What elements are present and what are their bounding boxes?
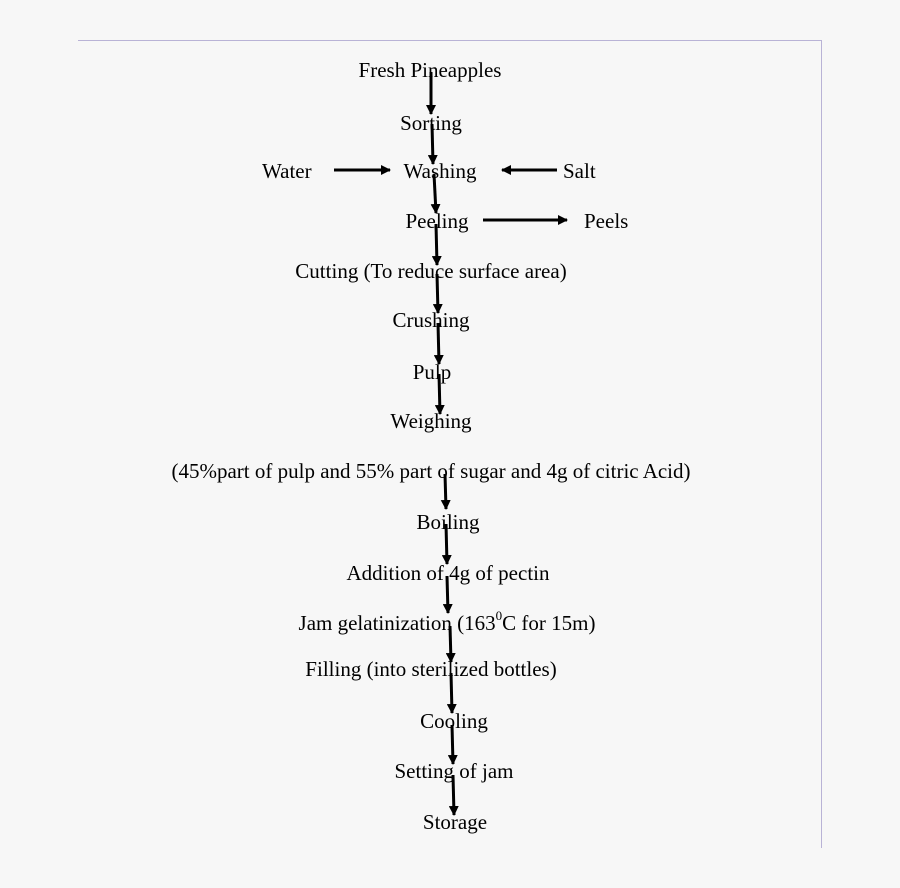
gelatinization-superscript: 0 (495, 608, 503, 623)
step-peeling: Peeling (405, 209, 469, 233)
arrow-crushing-to-pulp (433, 322, 444, 365)
arrow-boiling-to-pectin (441, 523, 452, 565)
step-boiling: Boiling (416, 510, 480, 534)
step-fresh-pineapples: Fresh Pineapples (358, 58, 502, 82)
step-jam-gelatinization: Jam gelatinization (1630C for 15m) (298, 609, 596, 635)
step-washing: Washing (403, 159, 477, 183)
arrow-sorting-to-washing (427, 123, 438, 165)
arrow-filling-to-cooling (446, 672, 457, 714)
arrow-washing-to-peeling (430, 173, 441, 214)
step-ingredients: (45%part of pulp and 55% part of sugar a… (171, 459, 691, 483)
frame-top-border (78, 40, 822, 41)
step-cutting: Cutting (To reduce surface area) (295, 259, 567, 283)
arrow-peeling-to-cutting (431, 223, 442, 266)
step-cooling: Cooling (420, 709, 488, 733)
input-water: Water (262, 159, 312, 183)
arrow-ingredients-to-boiling (440, 473, 451, 510)
arrow-setting-to-storage (448, 774, 459, 816)
step-crushing: Crushing (392, 308, 470, 332)
output-peels: Peels (584, 209, 629, 233)
step-pulp: Pulp (412, 360, 452, 384)
arrow-gelatinization-to-filling (445, 625, 456, 663)
arrow-pulp-to-weighing (434, 373, 445, 415)
input-salt: Salt (563, 159, 596, 183)
frame-right-border (821, 40, 822, 848)
step-weighing: Weighing (390, 409, 472, 433)
step-storage: Storage (422, 810, 488, 834)
arrow-pectin-to-gelatinization (442, 575, 453, 614)
step-setting-of-jam: Setting of jam (394, 759, 514, 783)
step-sorting: Sorting (400, 111, 462, 135)
arrow-cooling-to-setting (447, 724, 458, 765)
step-filling: Filling (into sterilized bottles) (305, 657, 557, 681)
step-add-pectin: Addition of 4g of pectin (346, 561, 550, 585)
gelatinization-suffix: C for 15m) (502, 611, 596, 635)
gelatinization-prefix: Jam gelatinization (163 (298, 611, 496, 635)
arrow-cutting-to-crushing (432, 273, 443, 314)
